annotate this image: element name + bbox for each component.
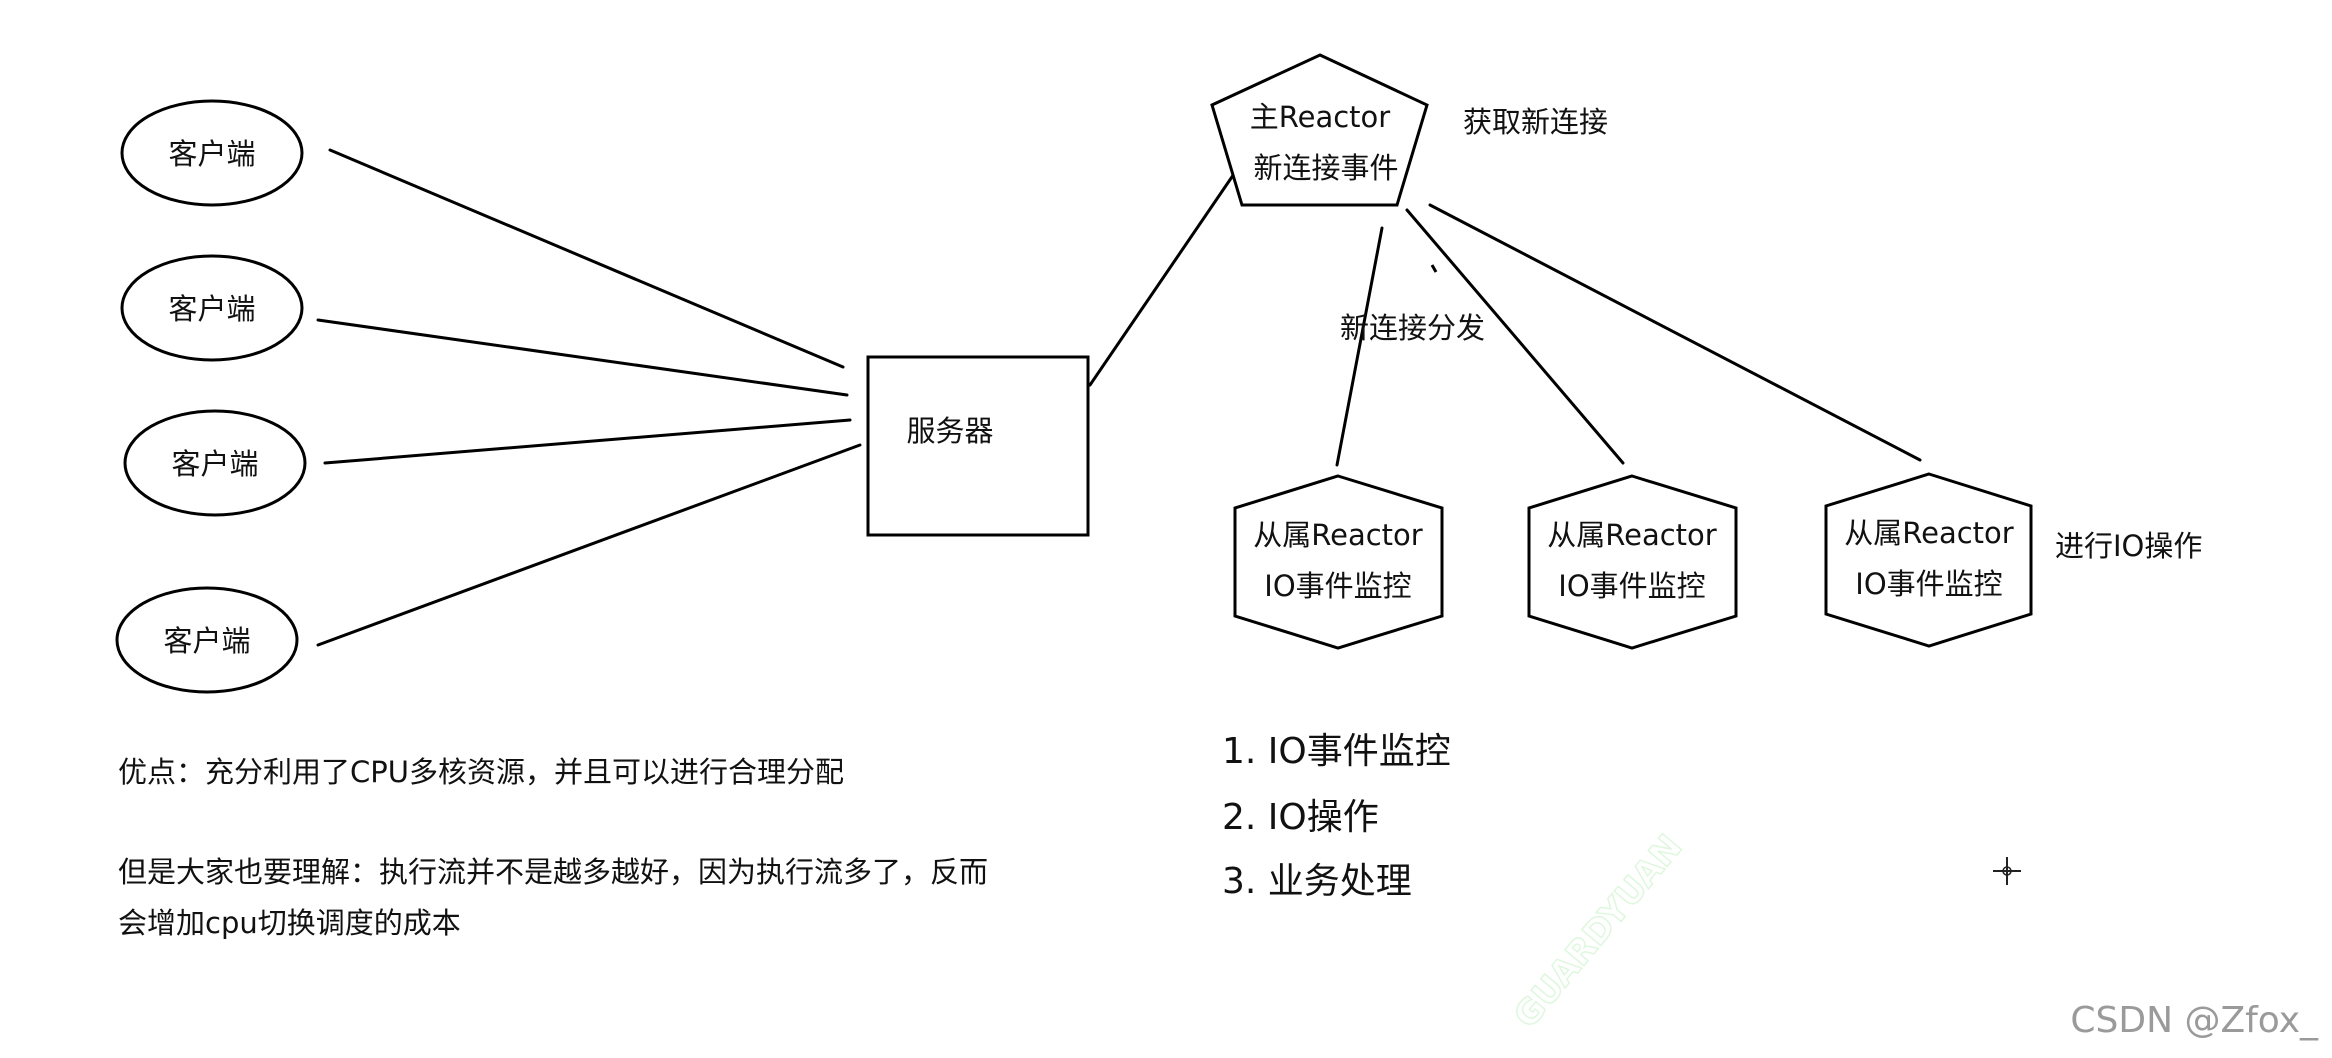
server-label: 服务器 [906, 414, 993, 448]
step-item-3: 3. 业务处理 [1222, 861, 1412, 902]
client-label: 客户端 [171, 447, 258, 481]
note-caveat-line-2: 会增加cpu切换调度的成本 [118, 906, 461, 940]
sub-reactor-subtitle: IO事件监控 [1558, 569, 1705, 603]
server-node: 服务器 [866, 355, 1090, 537]
sub-reactor-subtitle: IO事件监控 [1264, 569, 1411, 603]
csdn-watermark: CSDN @Zfox_ [2070, 1000, 2319, 1041]
sub-reactor-node-1: 从属Reactor IO事件监控 [1233, 474, 1444, 650]
edge-client-1-server [328, 148, 845, 369]
sub-reactor-node-2: 从属Reactor IO事件监控 [1527, 474, 1738, 650]
step-item-1: 1. IO事件监控 [1222, 731, 1451, 772]
edge-main-sub-reactor-3 [1428, 203, 1922, 462]
note-advantage: 优点：充分利用了CPU多核资源，并且可以进行合理分配 [118, 755, 844, 789]
faint-overlay-text: GUARDYUAN [1506, 827, 1690, 1036]
annotation-do-io: 进行IO操作 [2055, 529, 2202, 563]
client-label: 客户端 [168, 292, 255, 326]
main-reactor-node: 主Reactor 新连接事件 [1210, 53, 1429, 207]
client-node-3: 客户端 [123, 409, 307, 517]
client-node-2: 客户端 [120, 254, 304, 362]
main-reactor-title: 主Reactor [1250, 100, 1391, 134]
edge-client-3-server [323, 418, 852, 465]
edge-main-sub-reactor-1 [1335, 226, 1384, 467]
client-node-1: 客户端 [120, 99, 304, 207]
stray-mark [1430, 264, 1438, 273]
sub-reactor-title: 从属Reactor [1547, 518, 1717, 552]
client-node-4: 客户端 [115, 586, 299, 694]
annotation-dispatch-new-connection: 新连接分发 [1340, 311, 1485, 345]
client-label: 客户端 [168, 137, 255, 171]
main-reactor-subtitle: 新连接事件 [1253, 151, 1398, 185]
client-label: 客户端 [163, 624, 250, 658]
step-item-2: 2. IO操作 [1222, 797, 1379, 838]
sub-reactor-title: 从属Reactor [1253, 518, 1423, 552]
sub-reactor-title: 从属Reactor [1844, 516, 2014, 550]
annotation-get-new-connection: 获取新连接 [1463, 105, 1608, 139]
edge-server-main-reactor [1088, 166, 1240, 387]
crosshair-cursor-icon [1993, 857, 2021, 885]
edge-client-2-server [316, 318, 849, 397]
sub-reactor-node-3: 从属Reactor IO事件监控 [1824, 472, 2033, 648]
edge-main-sub-reactor-2 [1405, 208, 1625, 465]
sub-reactor-subtitle: IO事件监控 [1855, 567, 2002, 601]
note-caveat-line-1: 但是大家也要理解：执行流并不是越多越好，因为执行流多了，反而 [118, 855, 988, 889]
edge-client-4-server [316, 443, 862, 647]
